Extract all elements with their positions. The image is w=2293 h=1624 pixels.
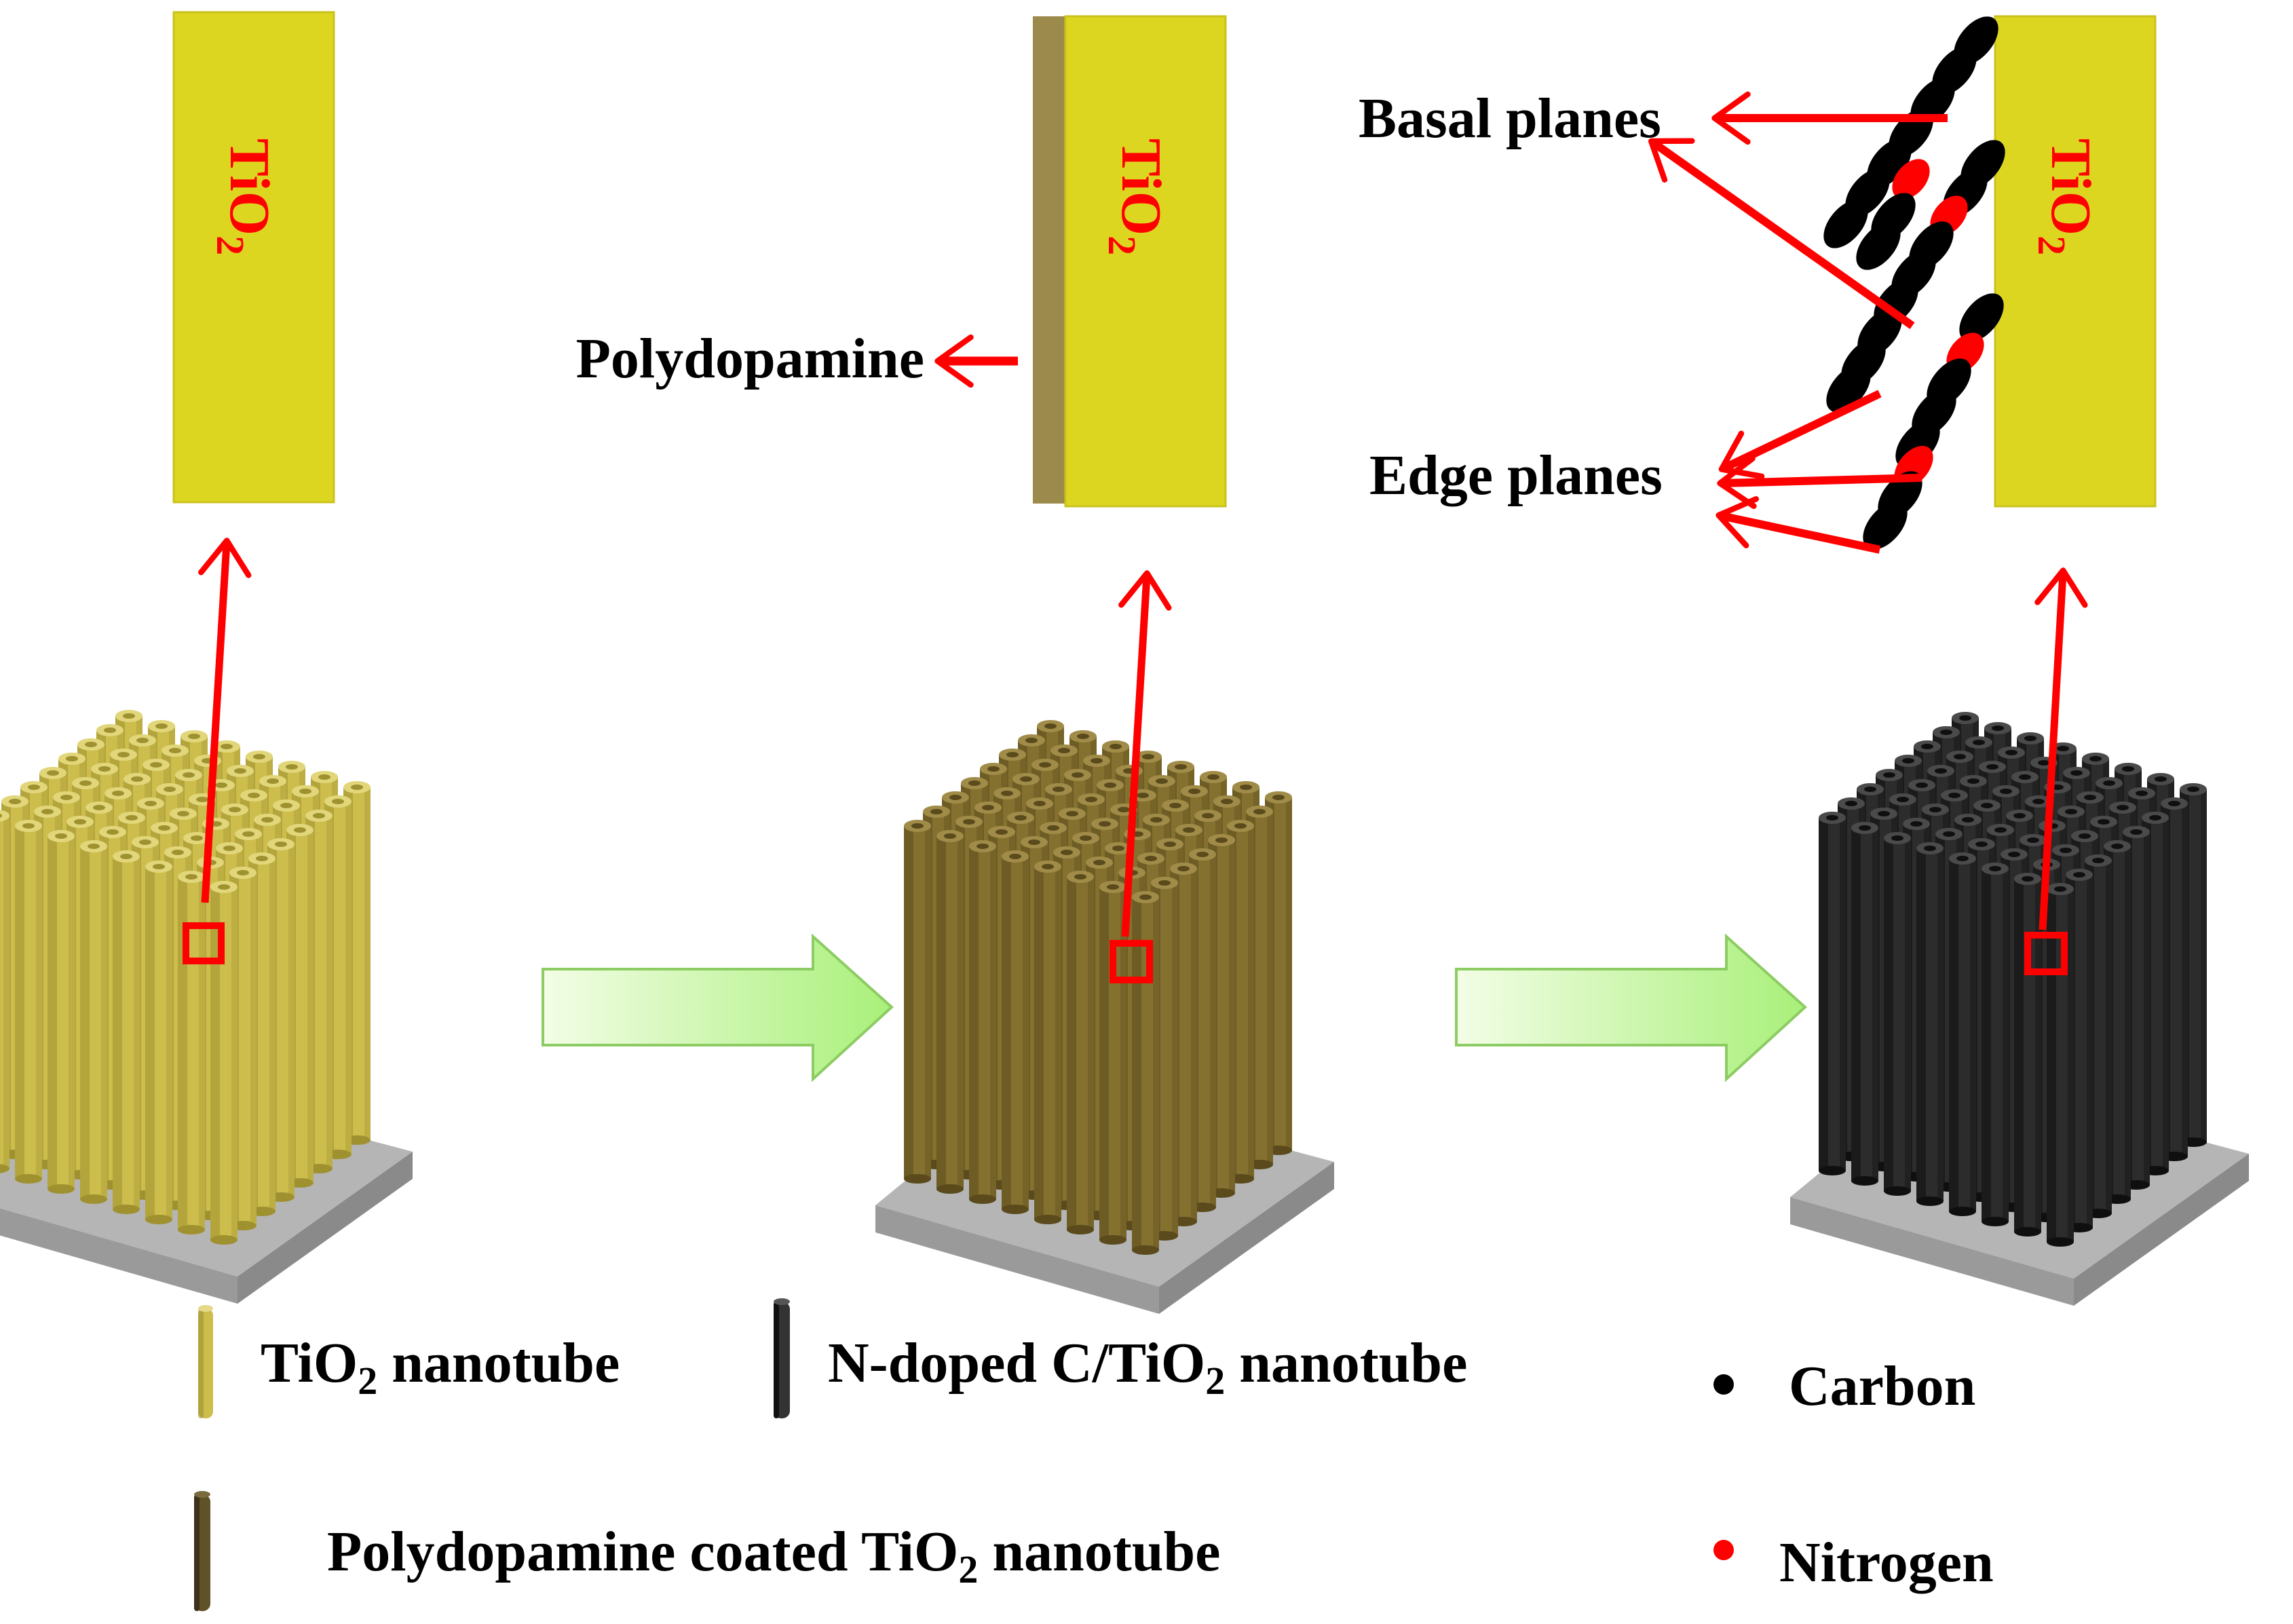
nanotube xyxy=(1819,812,1846,1175)
zoom-indicator-2 xyxy=(1110,570,1172,983)
nanotube xyxy=(48,830,75,1194)
polydopamine-label: Polydopamine xyxy=(576,327,924,390)
legend-n-doped-nanotube: N-doped C/TiO2 nanotube xyxy=(774,1298,1467,1418)
nanotube xyxy=(1949,852,1976,1216)
polydopamine-coated-nanotube-array xyxy=(875,720,1334,1314)
substrate-side xyxy=(2074,1154,2249,1306)
zoom-indicator-3 xyxy=(2024,567,2088,975)
nanotube xyxy=(113,850,140,1214)
panel-3-layer: TiO2 xyxy=(1359,15,2157,554)
tio2-layer-label: TiO2 xyxy=(1100,138,1173,255)
substrate-front xyxy=(1790,1197,2074,1306)
polydopamine-coating-strip xyxy=(1033,16,1068,504)
zoom-box xyxy=(183,922,225,964)
nanotube xyxy=(1132,891,1159,1255)
nanotube xyxy=(1067,871,1094,1234)
nanotube xyxy=(904,820,931,1184)
legend-label: N-doped C/TiO2 nanotube xyxy=(828,1332,1467,1403)
carbon-chain-2 xyxy=(1826,140,2005,413)
process-arrow-2 xyxy=(1455,933,1807,1082)
nanotube xyxy=(1982,863,2009,1226)
carbon-chain-1 xyxy=(1823,16,1998,270)
nanotube xyxy=(1002,850,1029,1214)
basal-arrow-2 xyxy=(1648,138,1915,329)
legend-polydopamine-nanotube: Polydopamine coated TiO2 nanotube xyxy=(194,1491,1220,1611)
legend-label: Nitrogen xyxy=(1779,1531,1994,1594)
tio2-layer-label: TiO2 xyxy=(208,138,281,255)
zoom-arrow xyxy=(1118,570,1172,937)
nanotube xyxy=(178,871,205,1234)
substrate-side xyxy=(238,1152,413,1304)
substrate-front xyxy=(875,1205,1159,1314)
substrate-front xyxy=(0,1208,238,1304)
panel-2-layer: TiO2 Polydopamine xyxy=(576,15,1227,508)
legend-tio2-nanotube: TiO2 nanotube xyxy=(198,1305,620,1418)
carbon-chain-3 xyxy=(1863,293,2004,550)
nanotube xyxy=(0,810,10,1173)
tio2-layer-block xyxy=(1064,15,1227,508)
black-dot-icon xyxy=(1713,1374,1734,1395)
nanotube xyxy=(936,830,964,1194)
nanotube xyxy=(1034,861,1061,1224)
legend-label: Polydopamine coated TiO2 nanotube xyxy=(327,1520,1220,1591)
tio2-nanotube-array xyxy=(0,710,413,1304)
zoom-box xyxy=(2024,932,2068,975)
nanotube xyxy=(969,840,996,1204)
nanotube xyxy=(2047,883,2074,1247)
nanotube xyxy=(15,820,42,1184)
nanotube xyxy=(145,861,172,1224)
basal-planes-label: Basal planes xyxy=(1359,87,1661,150)
tio2-layer-block xyxy=(1994,15,2157,508)
nanotube xyxy=(2014,873,2041,1236)
legend-carbon: Carbon xyxy=(1713,1355,1975,1418)
substrate-side xyxy=(1159,1162,1334,1314)
edge-arrow-2 xyxy=(1717,455,1922,509)
legend: TiO2 nanotube N-doped C/TiO2 nanotube Ca… xyxy=(194,1298,1994,1611)
legend-label: TiO2 nanotube xyxy=(261,1332,620,1403)
black-nanotube-icon xyxy=(774,1298,790,1418)
brown-nanotube-icon xyxy=(194,1491,210,1611)
zoom-indicator-1 xyxy=(183,537,252,964)
nanotube xyxy=(210,881,238,1245)
edge-arrow-3 xyxy=(1716,496,1881,554)
nanotube xyxy=(80,840,107,1204)
panel-1-layer: TiO2 xyxy=(172,11,335,504)
nanotube xyxy=(1916,842,1944,1206)
tio2-layer-label: TiO2 xyxy=(2030,138,2102,255)
tio2-layer-block xyxy=(172,11,335,504)
edge-arrow-1 xyxy=(1718,390,1882,480)
n-doped-carbon-nanotube-array xyxy=(1790,712,2249,1306)
nanotube xyxy=(1851,822,1878,1186)
yellow-nanotube-icon xyxy=(198,1305,213,1418)
legend-nitrogen: Nitrogen xyxy=(1713,1531,1994,1594)
zoom-arrow xyxy=(198,537,252,903)
legend-label: Carbon xyxy=(1789,1355,1975,1418)
zoom-arrow xyxy=(2034,567,2088,930)
process-arrow-1 xyxy=(542,933,894,1082)
nanotube xyxy=(1884,832,1911,1196)
zoom-box xyxy=(1110,940,1153,983)
red-dot-icon xyxy=(1713,1540,1734,1560)
edge-planes-label: Edge planes xyxy=(1369,444,1663,507)
